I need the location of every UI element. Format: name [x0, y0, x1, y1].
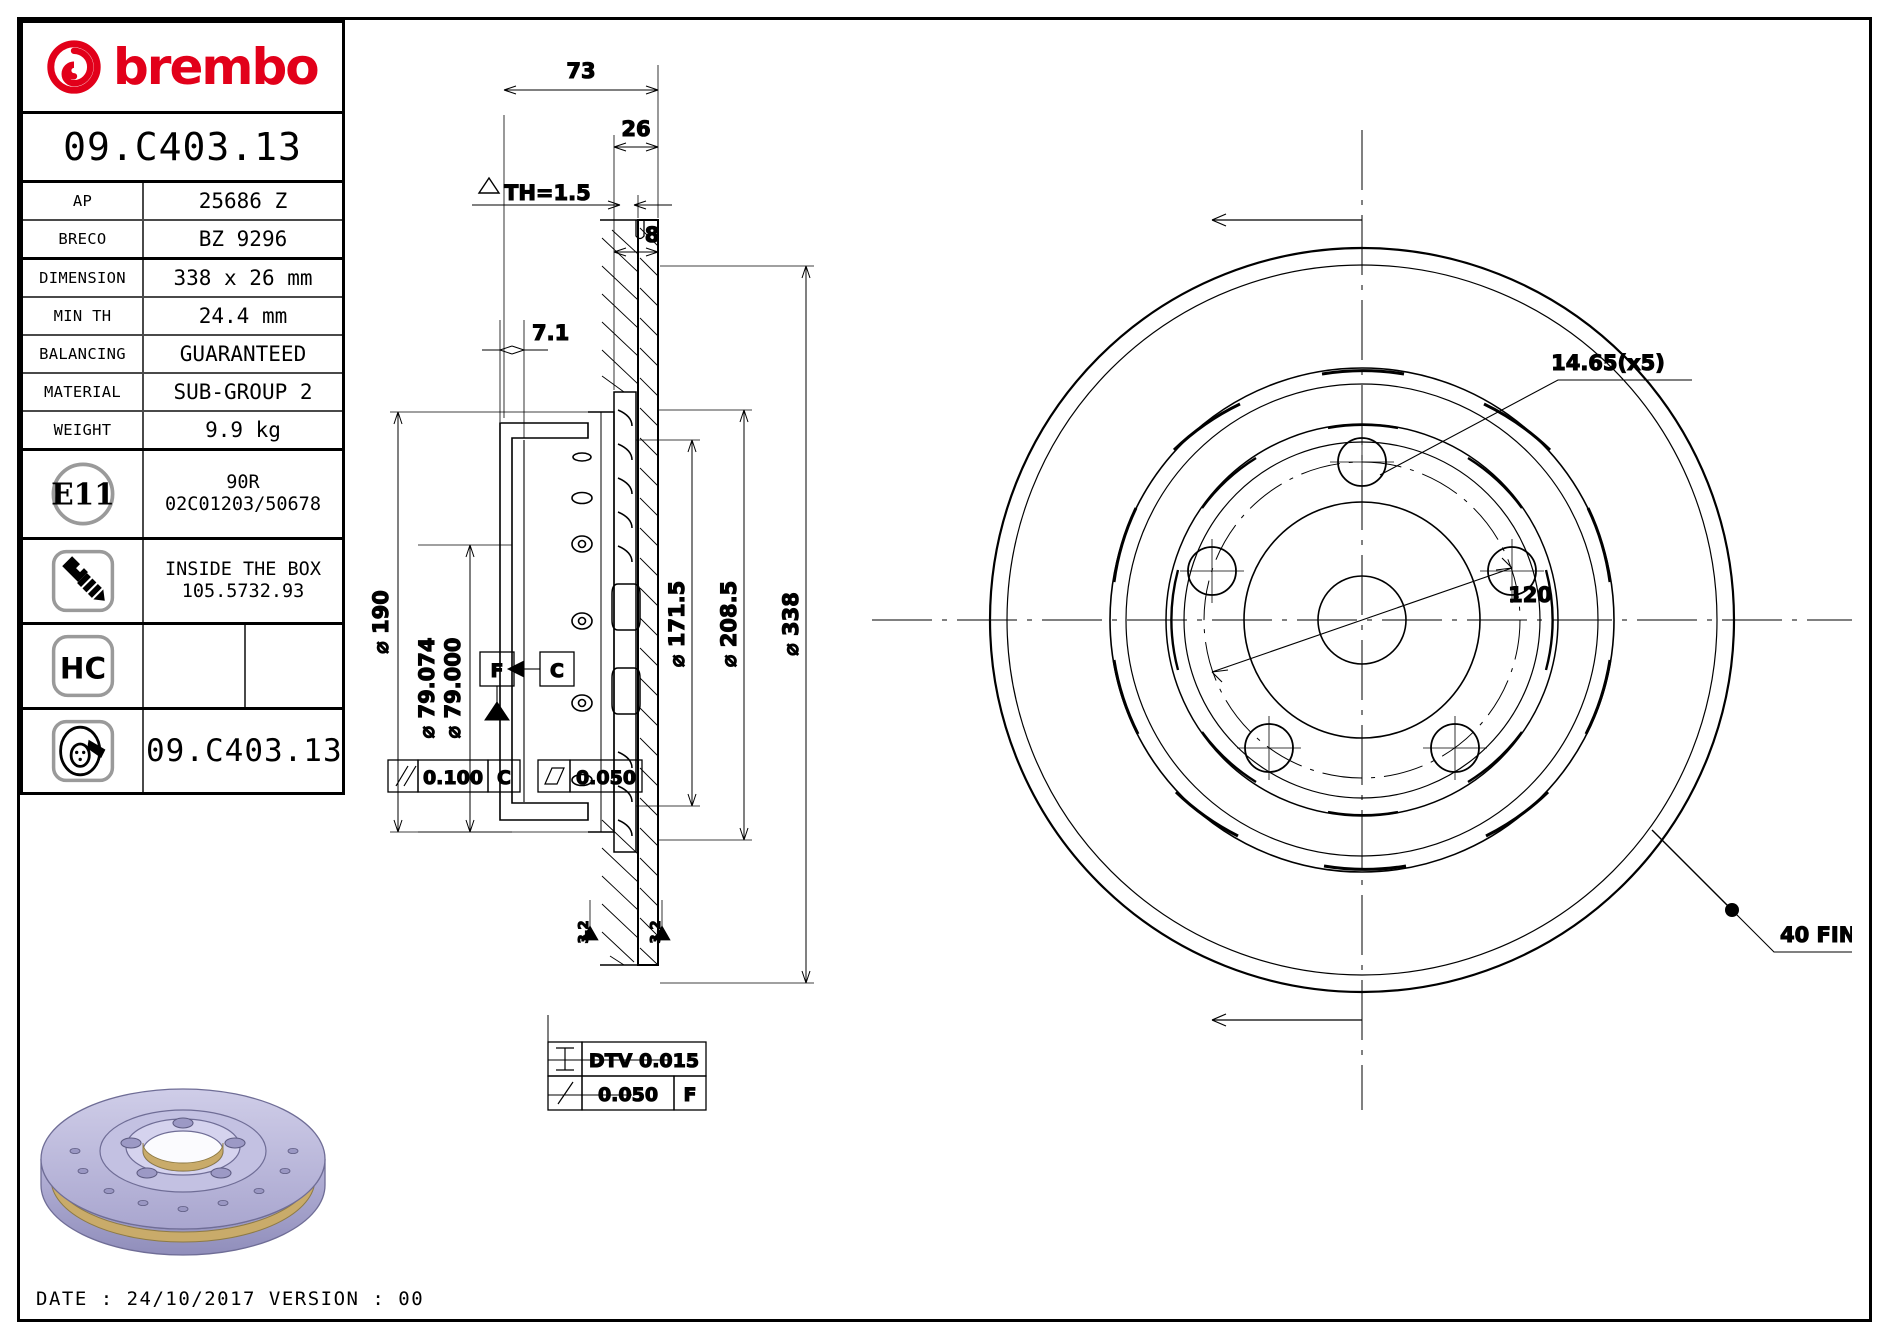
row-value: SUB-GROUP 2 — [173, 380, 313, 404]
homologation-line1: 90R — [226, 472, 260, 494]
product-info-table: brembo 09.C403.13 AP 25686 Z BRECO BZ 92… — [20, 20, 345, 795]
row-value: 9.9 kg — [205, 418, 281, 442]
datum-f: F — [491, 660, 504, 682]
hc-blank-cell-2 — [246, 625, 342, 707]
dim-hat-step: 8 — [645, 223, 660, 247]
row-label: AP — [23, 183, 144, 219]
brand-logo-cell: brembo — [23, 23, 342, 114]
screw-line2: 105.5732.93 — [181, 581, 305, 602]
table-row: BALANCING GUARANTEED — [23, 336, 342, 374]
datum-c: C — [550, 660, 564, 682]
brake-disc-icon — [23, 710, 144, 792]
table-row: MATERIAL SUB-GROUP 2 — [23, 374, 342, 412]
row-label: MATERIAL — [23, 374, 144, 410]
brand-name: brembo — [113, 38, 320, 96]
footer-date-version: DATE : 24/10/2017 VERSION : 00 — [36, 1288, 425, 1310]
dim-hat-offset: 7.1 — [532, 321, 569, 345]
dim-inner-diameter: ⌀ 171.5 — [665, 581, 689, 667]
gdt-parallelism: 0.100 — [423, 767, 483, 789]
table-row: WEIGHT 9.9 kg — [23, 412, 342, 451]
dim-bore-upper: ⌀ 79.074 — [415, 637, 439, 738]
table-row: BRECO BZ 9296 — [23, 221, 342, 260]
row-label: WEIGHT — [23, 412, 144, 448]
row-value: 24.4 mm — [198, 304, 288, 328]
dim-hat-diameter: ⌀ 190 — [369, 590, 393, 654]
homologation-line2: 02C01203/50678 — [165, 494, 321, 515]
technical-drawing: 73 26 TH=1.5 8 7.1 ⌀ 190 ⌀ 79.074 ⌀ 79.0… — [352, 20, 1852, 1280]
screw-row: INSIDE THE BOX 105.5732.93 — [23, 540, 342, 625]
table-row: MIN TH 24.4 mm — [23, 298, 342, 336]
dim-chamfer-right: 3.2 — [649, 920, 664, 943]
svg-text:E11: E11 — [51, 476, 115, 511]
dim-th-tolerance: TH=1.5 — [504, 181, 591, 205]
brembo-logo-icon — [45, 38, 103, 96]
hc-row: HC — [23, 625, 342, 710]
row-label: BALANCING — [23, 336, 144, 372]
screw-line1: INSIDE THE BOX — [165, 559, 321, 581]
row-value: 25686 Z — [198, 189, 288, 213]
homologation-row: E11 90R 02C01203/50678 — [23, 451, 342, 540]
row-value: BZ 9296 — [198, 227, 288, 251]
part-number-header: 09.C403.13 — [23, 114, 342, 183]
dim-outer-diameter: ⌀ 338 — [779, 592, 803, 656]
dim-disc-thickness: 26 — [621, 117, 650, 141]
row-label: BRECO — [23, 221, 144, 257]
dim-bolt-hole-diameter: 14.65(x5) — [1551, 351, 1665, 375]
screw-value: INSIDE THE BOX 105.5732.93 — [144, 540, 342, 622]
label-fins: 40 FINS — [1780, 923, 1852, 947]
dim-mid-diameter: ⌀ 208.5 — [717, 581, 741, 667]
dim-pcd: 120 — [1508, 583, 1552, 607]
hc-badge-icon: HC — [23, 625, 144, 707]
gdt-runout-datum: F — [684, 1084, 697, 1106]
gdt-flatness: 0.050 — [576, 767, 636, 789]
homologation-value: 90R 02C01203/50678 — [144, 451, 342, 537]
table-row: AP 25686 Z — [23, 183, 342, 221]
dim-bore-lower: ⌀ 79.000 — [441, 637, 465, 738]
row-label: MIN TH — [23, 298, 144, 334]
hc-blank-cell-1 — [144, 625, 246, 707]
e11-badge-icon: E11 — [23, 451, 144, 537]
brake-disc-3d-render — [20, 1048, 345, 1284]
dim-overall-width: 73 — [566, 59, 595, 83]
row-value: 338 x 26 mm — [173, 266, 313, 290]
row-value: GUARANTEED — [179, 342, 307, 366]
row-label: DIMENSION — [23, 260, 144, 296]
dim-chamfer-left: 3.2 — [577, 920, 592, 943]
disc-part-number: 09.C403.13 — [146, 733, 343, 769]
gdt-parallelism-datum: C — [497, 767, 511, 789]
table-row: DIMENSION 338 x 26 mm — [23, 260, 342, 298]
disc-part-row: 09.C403.13 — [23, 710, 342, 792]
gdt-dtv: DTV 0.015 — [589, 1050, 699, 1072]
svg-text:HC: HC — [59, 652, 105, 686]
screw-icon — [23, 540, 144, 622]
gdt-runout: 0.050 — [598, 1084, 658, 1106]
